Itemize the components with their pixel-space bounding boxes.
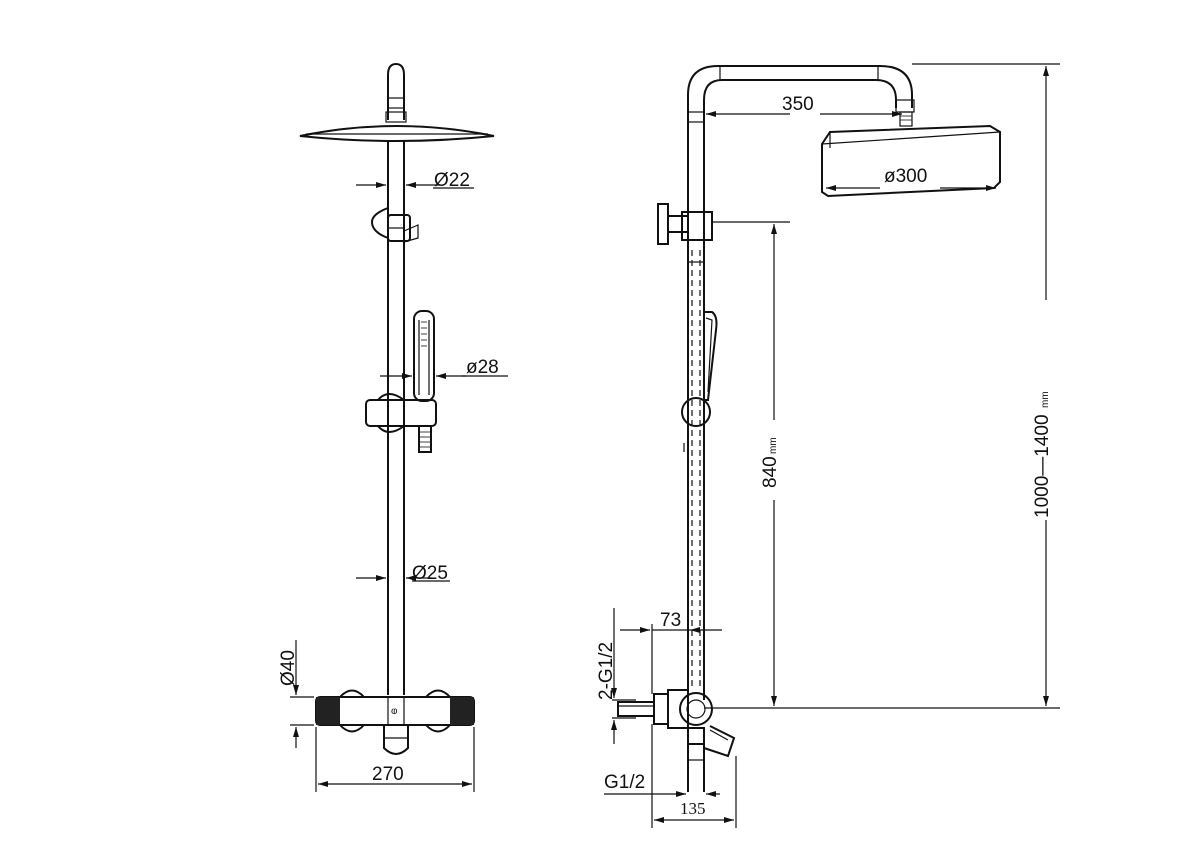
slider-knob-side xyxy=(681,397,711,427)
dim-mixer-width: 270 xyxy=(372,764,404,785)
diverter-knob xyxy=(370,207,419,243)
dim-rod-top: Ø22 xyxy=(434,170,470,191)
dim-depth: 135 xyxy=(680,799,706,818)
dim-arm-length: 350 xyxy=(782,94,814,115)
dim-head-diameter: ø300 xyxy=(884,166,927,187)
svg-text:mm: mm xyxy=(1040,391,1051,408)
diverter-side xyxy=(657,203,713,263)
slider-bracket xyxy=(365,393,437,453)
svg-text:840: 840 xyxy=(760,456,781,488)
mixer-body-front: ⱷ xyxy=(315,689,475,755)
dim-outlet-label: G1/2 xyxy=(604,772,645,793)
overhead-arm-outer xyxy=(687,65,913,760)
dim-mixer-height: Ø40 xyxy=(278,650,299,686)
side-view: 350 ø300 840 mm 1000—1400 mm 73 xyxy=(596,63,1060,828)
shower-head-front xyxy=(299,125,495,142)
front-view: ⱷ Ø22 ø28 Ø25 Ø40 270 xyxy=(278,62,508,792)
dim-handshower: ø28 xyxy=(466,357,499,378)
hand-shower xyxy=(413,310,435,402)
dim-rod-bottom: Ø25 xyxy=(412,563,448,584)
dim-total-height: 1000—1400 mm xyxy=(1032,391,1053,518)
overhead-arm-inner xyxy=(703,79,897,700)
dim-slider-height: 840 mm xyxy=(760,437,781,488)
rod-top-hook xyxy=(387,62,405,120)
svg-text:mm: mm xyxy=(768,437,779,454)
dim-offset: 73 xyxy=(660,610,681,631)
mixer-body-side xyxy=(617,689,736,792)
svg-text:1000—1400: 1000—1400 xyxy=(1032,414,1053,518)
dim-inlet-label: 2-G1/2 xyxy=(596,642,617,700)
shower-head-side xyxy=(821,124,1001,198)
hand-shower-side xyxy=(704,311,718,401)
svg-text:ⱷ: ⱷ xyxy=(391,706,398,717)
